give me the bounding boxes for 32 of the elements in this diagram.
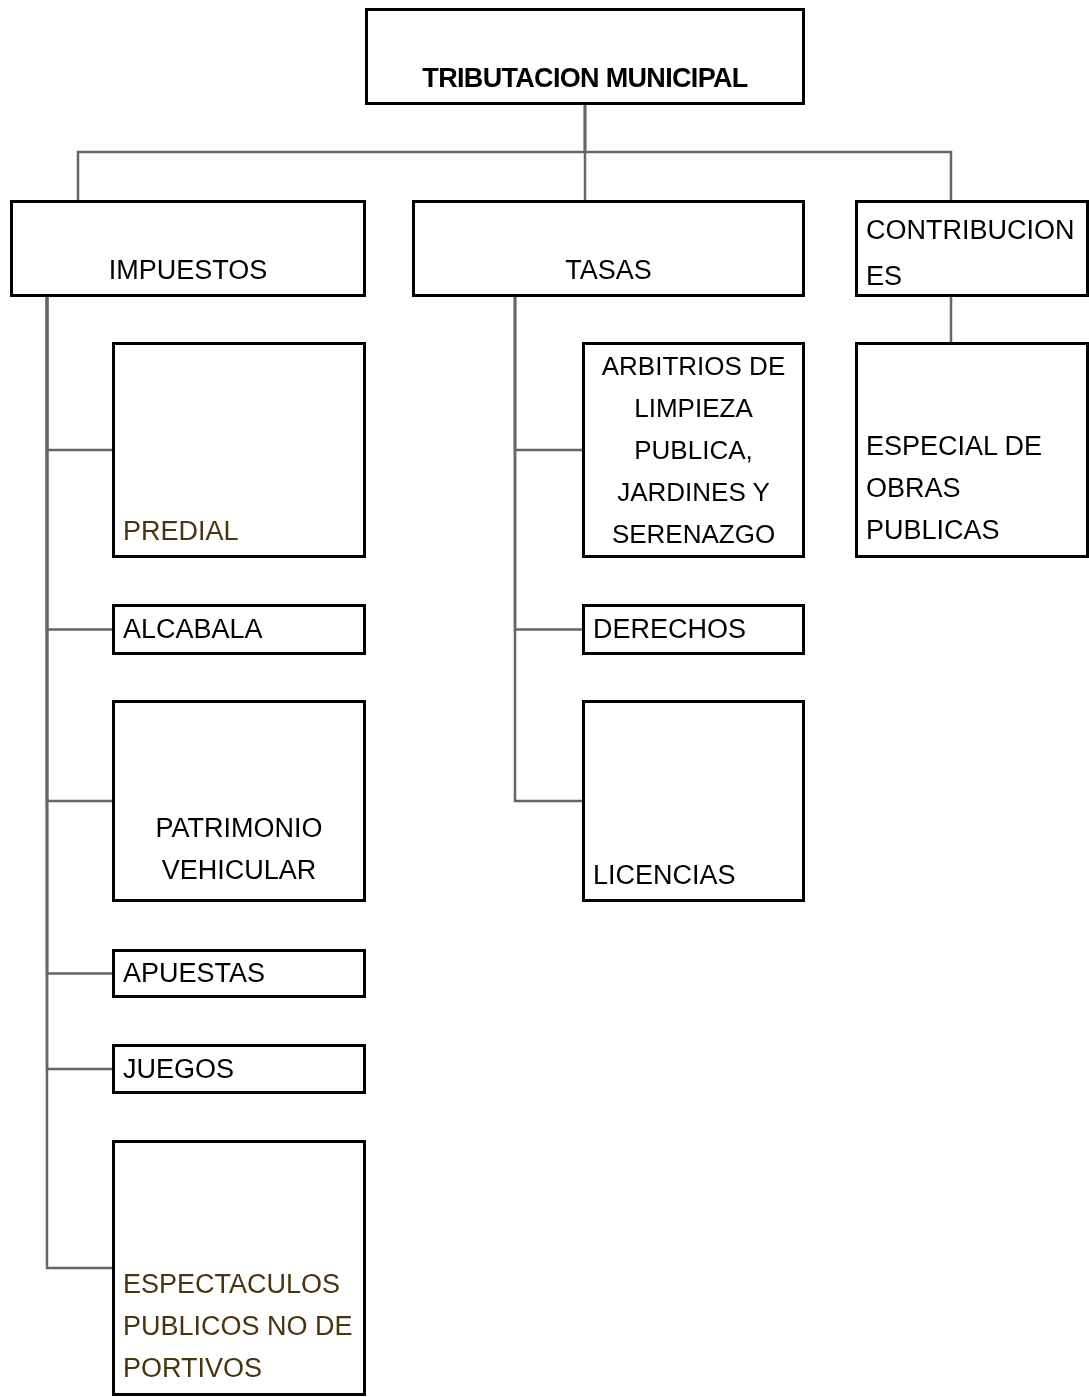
category-box [582,700,805,902]
box-label: JUEGOS [123,1052,235,1086]
category-box [412,200,805,297]
box-label: ALCABALA [123,613,263,647]
box-label: ESPECIAL DE OBRAS PUBLICAS [866,430,1044,547]
box-label: DERECHOS [593,613,747,647]
box-label: LICENCIAS [593,858,736,892]
connector-line [513,297,582,803]
box-label: CONTRIBUCIONES [866,214,1076,293]
category-box [365,8,805,105]
category-box [112,949,366,998]
box-label: PREDIAL [123,514,239,548]
box-label: ARBITRIOS DE LIMPIEZA PUBLICA, JARDINES Y SERENAZGO [600,350,787,551]
category-box [112,604,366,655]
box-label: APUESTAS [123,957,266,991]
category-box [112,342,366,558]
box-label: ESPECTACULOS PUBLICOS NO DEPORTIVOS [123,1268,354,1385]
connector-line [583,105,953,200]
category-box [112,1140,366,1396]
category-box [112,700,366,902]
category-box [112,1044,366,1094]
connector-line [949,297,953,342]
category-box [582,342,805,558]
category-box [855,342,1089,558]
connector-line [45,297,112,1270]
box-label: TASAS [565,253,652,287]
category-box [582,604,805,655]
box-label: PATRIMONIO VEHICULAR [154,812,324,887]
category-box [10,200,366,297]
category-box [855,200,1089,297]
box-label: TRIBUTACION MUNICIPAL [422,61,748,95]
box-label: IMPUESTOS [108,253,268,287]
